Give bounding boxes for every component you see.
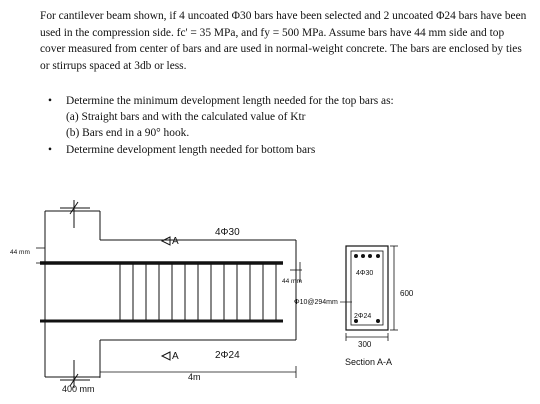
- task-subitem: (b) Bars end in a 90° hook.: [40, 125, 510, 141]
- problem-statement: For cantilever beam shown, if 4 uncoated…: [40, 8, 532, 74]
- task-text: Determine development length needed for …: [66, 143, 316, 156]
- cover-dimension-left: [36, 247, 45, 264]
- section-height-label: 600: [400, 289, 414, 298]
- top-bars-label: 4Φ30: [215, 227, 240, 238]
- stirrups: [119, 263, 277, 321]
- span-label: 4m: [188, 372, 201, 382]
- task-item: • Determine development length needed fo…: [40, 142, 510, 158]
- section-mark-label: A: [172, 236, 179, 247]
- span-dimension: [99, 366, 297, 378]
- section-marker-top: A: [160, 236, 179, 247]
- bottom-bars-label: 2Φ24: [215, 350, 240, 361]
- problem-paragraph: For cantilever beam shown, if 4 uncoated…: [40, 10, 527, 72]
- cross-section: 4Φ30 Φ10@294mm 2Φ24 600 300 Section A-A: [294, 245, 414, 367]
- cover-dimension-right: [290, 262, 302, 282]
- support-width-label: 400 mm: [62, 384, 95, 394]
- section-outline: [345, 245, 389, 331]
- section-height-dimension: [390, 245, 398, 331]
- bullet-icon: •: [48, 95, 52, 107]
- section-bottom-bars-label: 2Φ24: [354, 313, 371, 320]
- section-top-bars-label: 4Φ30: [356, 270, 373, 277]
- task-subitem: (a) Straight bars and with the calculate…: [40, 109, 510, 125]
- support-outline: [44, 210, 297, 378]
- section-title: Section A-A: [345, 357, 392, 367]
- cover-label-left: 44 mm: [10, 249, 30, 256]
- task-text: (b) Bars end in a 90° hook.: [66, 127, 190, 140]
- task-text: (a) Straight bars and with the calculate…: [66, 111, 306, 124]
- section-marker-bottom: A: [160, 351, 179, 362]
- section-width-dimension: [345, 333, 389, 341]
- section-mark-label: A: [172, 351, 179, 362]
- task-text: Determine the minimum development length…: [66, 95, 394, 107]
- section-width-label: 300: [358, 340, 372, 349]
- cover-label-right: 44 mm: [282, 278, 302, 285]
- task-item: • Determine the minimum development leng…: [40, 93, 510, 109]
- break-marks: [60, 200, 90, 388]
- section-stirrup-label: Φ10@294mm: [294, 299, 338, 306]
- section-bottom-bars: [354, 319, 380, 323]
- section-stirrup: [350, 250, 384, 326]
- bullet-icon: •: [48, 143, 52, 156]
- task-list: • Determine the minimum development leng…: [40, 93, 510, 158]
- section-top-bars: [354, 254, 380, 258]
